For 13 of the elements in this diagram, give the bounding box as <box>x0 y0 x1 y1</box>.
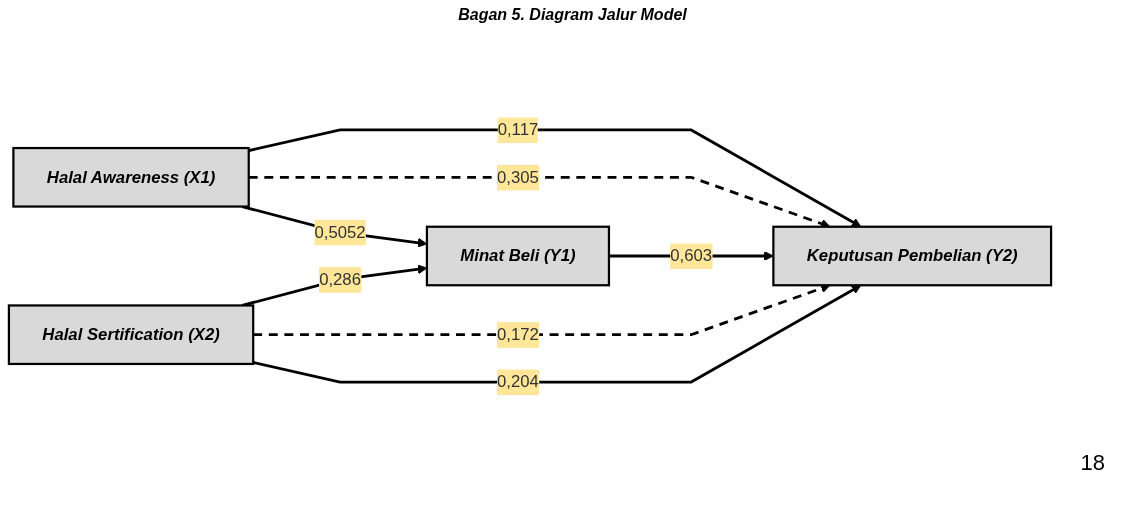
node-box: Keputusan Pembelian (Y2) <box>772 225 1053 287</box>
edge-label: 0,603 <box>670 245 713 265</box>
page-number: 18 <box>1080 450 1105 475</box>
diagram-title: Bagan 5. Diagram Jalur Model <box>457 6 688 24</box>
edge-label: 0,117 <box>497 119 539 139</box>
edge-label: 0,172 <box>497 324 539 344</box>
node-box: Halal Awareness (X1) <box>12 146 250 208</box>
edge-label: 0,204 <box>497 371 539 391</box>
edge-label: 0,5052 <box>314 222 366 241</box>
node-box: Halal Sertification (X2) <box>7 304 255 366</box>
node-box: Minat Beli (Y1) <box>425 225 611 287</box>
edge-label: 0,305 <box>497 166 539 186</box>
edge-label: 0,286 <box>319 269 361 289</box>
